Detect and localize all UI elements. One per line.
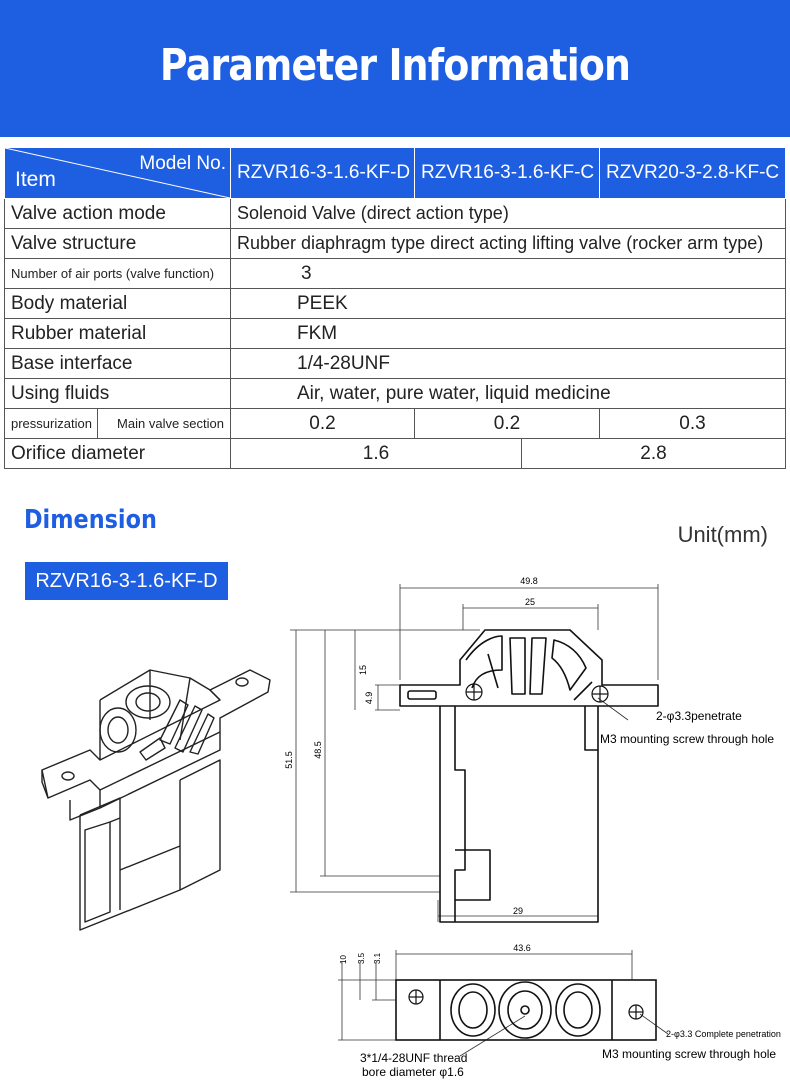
row-value: Rubber diaphragm type direct acting lift… xyxy=(230,228,786,259)
row-label: Orifice diameter xyxy=(4,438,231,469)
dim-25: 25 xyxy=(525,597,535,607)
bottom-view-drawing: 43.6 10 3.5 3.1 2-φ3.3 Complete penetrat… xyxy=(338,943,781,1079)
dim-29: 29 xyxy=(513,906,523,916)
row-label: Using fluids xyxy=(4,378,231,409)
table-row: Body material PEEK xyxy=(4,288,786,319)
page-title: Parameter Information xyxy=(159,40,631,91)
table-row: Rubber material FKM xyxy=(4,318,786,349)
table-row: Orifice diameter 1.6 2.8 xyxy=(4,438,786,469)
table-row: Valve action mode Solenoid Valve (direct… xyxy=(4,198,786,229)
row-label: Number of air ports (valve function) xyxy=(4,258,231,289)
dim-3-5: 3.5 xyxy=(357,952,366,964)
row-sub-label: Main valve section xyxy=(97,408,231,439)
model-col-1: RZVR16-3-1.6-KF-D xyxy=(230,147,415,199)
dim-10: 10 xyxy=(339,955,348,964)
row-label: pressurization xyxy=(4,408,98,439)
parameter-table: Model No. Item RZVR16-3-1.6-KF-D RZVR16-… xyxy=(4,147,786,469)
model-badge: RZVR16-3-1.6-KF-D xyxy=(25,562,228,600)
table-header-row: Model No. Item RZVR16-3-1.6-KF-D RZVR16-… xyxy=(4,147,786,199)
table-corner-cell: Model No. Item xyxy=(4,147,231,199)
isometric-view-drawing xyxy=(41,669,271,931)
row-value: Air, water, pure water, liquid medicine xyxy=(230,378,786,409)
dim-3-1: 3.1 xyxy=(373,952,382,964)
row-value: PEEK xyxy=(230,288,786,319)
dim-43-6: 43.6 xyxy=(513,943,531,953)
row-value: FKM xyxy=(230,318,786,349)
diagonal-divider xyxy=(5,148,230,198)
model-no-label: Model No. xyxy=(139,153,226,174)
row-label: Valve structure xyxy=(4,228,231,259)
row-value: 0.2 xyxy=(414,408,600,439)
table-row: Using fluids Air, water, pure water, liq… xyxy=(4,378,786,409)
dim-49-8: 49.8 xyxy=(520,576,538,586)
row-label: Base interface xyxy=(4,348,231,379)
unit-label: Unit(mm) xyxy=(677,522,768,547)
table-row: Valve structure Rubber diaphragm type di… xyxy=(4,228,786,259)
row-value: Solenoid Valve (direct action type) xyxy=(230,198,786,229)
dim-4-9: 4.9 xyxy=(364,692,374,705)
hole-note-top-2: M3 mounting screw through hole xyxy=(600,732,774,746)
side-view-drawing: 49.8 25 15 4.9 51.5 48.5 29 2-φ3.3penetr… xyxy=(284,576,774,923)
dim-15: 15 xyxy=(358,665,368,675)
item-label: Item xyxy=(15,168,56,191)
row-value: 1/4-28UNF xyxy=(230,348,786,379)
row-value: 0.2 xyxy=(230,408,415,439)
row-value: 3 xyxy=(230,258,786,289)
hole-note-bottom-2: M3 mounting screw through hole xyxy=(602,1047,776,1061)
table-row: Base interface 1/4-28UNF xyxy=(4,348,786,379)
row-value: 1.6 xyxy=(230,438,522,469)
dimension-title: Dimension xyxy=(24,505,157,535)
row-value: 0.3 xyxy=(599,408,786,439)
dim-51-5: 51.5 xyxy=(284,751,294,769)
table-row: pressurization Main valve section 0.2 0.… xyxy=(4,408,786,439)
thread-note-2: bore diameter φ1.6 xyxy=(362,1065,464,1079)
hole-note-top-1: 2-φ3.3penetrate xyxy=(656,709,742,723)
model-col-3: RZVR20-3-2.8-KF-C xyxy=(599,147,786,199)
hole-note-bottom-1: 2-φ3.3 Complete penetration xyxy=(666,1029,781,1039)
table-row: Number of air ports (valve function) 3 xyxy=(4,258,786,289)
dim-48-5: 48.5 xyxy=(313,741,323,759)
row-label: Rubber material xyxy=(4,318,231,349)
row-value: 2.8 xyxy=(521,438,786,469)
thread-note-1: 3*1/4-28UNF thread xyxy=(360,1051,467,1065)
row-label: Body material xyxy=(4,288,231,319)
header-banner: Parameter Information xyxy=(0,0,790,137)
model-col-2: RZVR16-3-1.6-KF-C xyxy=(414,147,600,199)
row-label: Valve action mode xyxy=(4,198,231,229)
